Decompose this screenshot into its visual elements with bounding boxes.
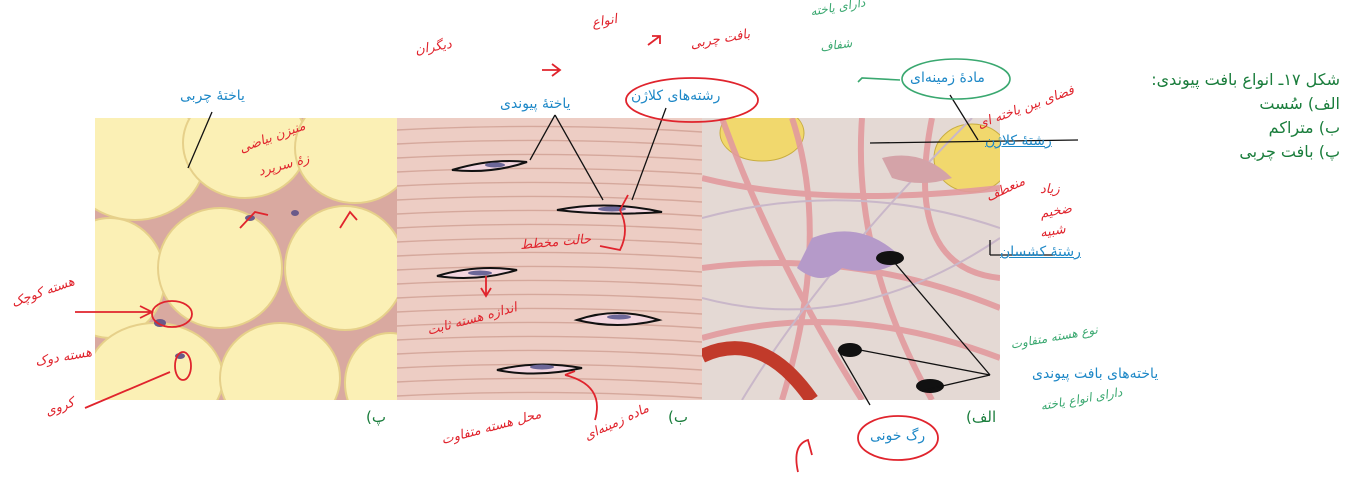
label-connective-cell: یاختهٔ پیوندی (500, 96, 571, 112)
label-panel-c: پ) (366, 408, 386, 426)
label-collagen-fibers: رشته‌های کلاژن (631, 88, 721, 104)
label-panel-b: ب) (668, 408, 688, 426)
label-panel-a: الف) (966, 408, 997, 426)
caption-item-c: پ) بافت چربی (1239, 142, 1340, 161)
figure-caption: شکل ۱۷ـ انواع بافت پیوندی: الف) سُست ب) … (1080, 68, 1340, 164)
handwriting-red-14: زیاد (1040, 182, 1060, 197)
label-elastic-fiber: رشتهٔ کشسان (1000, 244, 1081, 260)
caption-item-a: الف) سُست (1259, 94, 1340, 113)
caption-item-b: ب) متراکم (1268, 118, 1340, 137)
adipose-tissue-illustration (95, 118, 397, 400)
dense-connective-tissue-illustration (397, 118, 702, 400)
label-connective-cells: یاخته‌های بافت پیوندی (1032, 366, 1159, 382)
label-fat-cell: یاختهٔ چربی (180, 88, 245, 104)
loose-connective-tissue-illustration (702, 118, 1000, 400)
label-collagen-fiber: رشتهٔ کلاژن (985, 133, 1052, 149)
caption-title: شکل ۱۷ـ انواع بافت پیوندی: (1151, 70, 1340, 89)
label-ground-substance: مادهٔ زمینه‌ای (910, 70, 985, 86)
label-blood-vessel: رگ خونی (870, 428, 926, 444)
